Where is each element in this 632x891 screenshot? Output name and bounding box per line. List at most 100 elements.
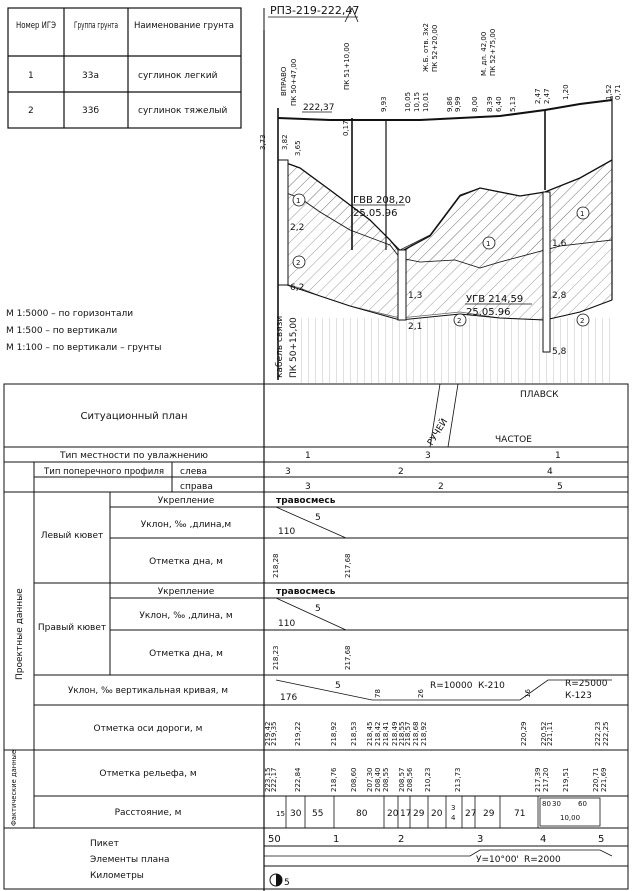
vert-value: К-210 bbox=[478, 681, 505, 691]
soil-marker-2: 2 bbox=[457, 317, 461, 325]
soil-marker-1: 1 bbox=[296, 197, 300, 205]
axis-mark-value: 218,68 bbox=[412, 722, 420, 747]
top-value: 8,00 bbox=[471, 96, 479, 112]
ige-row2-group: 33б bbox=[82, 106, 99, 116]
soil-marker-group bbox=[292, 193, 590, 327]
top-value: 8,39 bbox=[486, 96, 494, 112]
axis-mark-value: 218,45 bbox=[366, 722, 374, 747]
profile-left-value: 4 bbox=[547, 467, 553, 477]
row-terrain: Тип местности по увлажнению bbox=[59, 451, 208, 461]
plan-y-value: У=10°00' bbox=[476, 855, 519, 865]
vert-value: 26 bbox=[417, 689, 425, 698]
left-ditch-length: 110 bbox=[278, 527, 295, 537]
label-m-dl: М. дл. 42,00 bbox=[480, 32, 488, 76]
label-pk-start: ПК 50+47,00 bbox=[290, 59, 298, 106]
depth-value: 2,1 bbox=[408, 322, 422, 332]
label-vpravo: ВПРАВО bbox=[280, 66, 288, 96]
axis-mark-value: 220,52 bbox=[540, 722, 548, 747]
row-situation: Ситуационный план bbox=[80, 411, 187, 422]
picket-value: 4 bbox=[540, 834, 546, 845]
plan-road bbox=[447, 383, 459, 448]
top-value: 9,86 bbox=[446, 96, 454, 112]
row-project-data: Проектные данные bbox=[15, 588, 25, 680]
distance-value: 29 bbox=[483, 809, 495, 819]
ige-header-number: Номер ИГЭ bbox=[16, 21, 56, 31]
row-plan-elements: Элементы плана bbox=[90, 855, 170, 865]
left-value: 3,65 bbox=[294, 140, 302, 156]
axis-mark-value: 218,55 bbox=[398, 722, 406, 747]
row-picket: Пикет bbox=[90, 839, 119, 849]
row-right-reinforcement: Укрепление bbox=[158, 587, 215, 597]
axis-mark-value: 219,42 bbox=[264, 722, 272, 747]
design-grade-line bbox=[277, 99, 613, 121]
plan-road bbox=[429, 383, 441, 448]
borehole-middle bbox=[397, 249, 407, 321]
distance-value: 15 bbox=[276, 810, 285, 818]
right-bottom-value: 217,68 bbox=[344, 646, 352, 671]
label-pk-50-15: ПК 50+15,00 bbox=[289, 317, 299, 378]
axis-mark-value: 218,92 bbox=[420, 722, 428, 747]
top-value: 0,17 bbox=[342, 120, 350, 136]
picket-value: 3 bbox=[477, 834, 483, 845]
depth-value: 5,8 bbox=[552, 347, 567, 357]
top-value: 6,40 bbox=[495, 96, 503, 112]
relief-mark-value: 208,55 bbox=[382, 768, 390, 793]
distance-value: 20 bbox=[431, 809, 443, 819]
distance-ticks bbox=[285, 796, 539, 828]
left-ditch-slope bbox=[275, 506, 347, 539]
right-ditch-length: 110 bbox=[278, 619, 295, 629]
axis-mark-value: 222,25 bbox=[602, 722, 610, 747]
label-pk-51: ПК 51+10,00 bbox=[343, 43, 351, 90]
relief-mark-value: 208,40 bbox=[374, 768, 382, 793]
axis-mark-value: 222,23 bbox=[594, 722, 602, 747]
axis-mark-value: 219,35 bbox=[270, 722, 278, 747]
row-left: слева bbox=[180, 467, 207, 477]
relief-mark-value: 207,30 bbox=[366, 768, 374, 793]
relief-mark-value: 223,15 bbox=[264, 768, 272, 793]
distance-value: 30 bbox=[290, 809, 302, 819]
relief-mark-value: 217,39 bbox=[534, 768, 542, 793]
row-cross-profile: Тип поперечного профиля bbox=[43, 467, 164, 477]
relief-mark-value: 208,56 bbox=[406, 767, 414, 792]
top-value: 10,05 bbox=[404, 92, 412, 112]
distance-value: 20 bbox=[387, 809, 399, 819]
row-left-reinforcement: Укрепление bbox=[158, 496, 215, 506]
top-value: 2,47 bbox=[543, 88, 551, 104]
profile-right-value: 2 bbox=[438, 482, 444, 492]
label-pk-52-75: ПК 52+75,00 bbox=[489, 29, 497, 76]
distance-value: 4 bbox=[451, 814, 456, 822]
relief-mark-value: 208,57 bbox=[398, 768, 406, 793]
top-value: 1,20 bbox=[562, 84, 570, 100]
axis-mark-value: 218,42 bbox=[374, 722, 382, 747]
scale-vertical-soils: М 1:100 – по вертикали – грунты bbox=[6, 343, 161, 353]
north-arrow bbox=[344, 7, 359, 23]
left-value: 3,82 bbox=[281, 134, 289, 150]
row-slope-vert: Уклон, ‰ вертикальная кривая, м bbox=[68, 686, 228, 696]
right-ditch-slope-value: 5 bbox=[315, 604, 321, 614]
soil-marker-1: 1 bbox=[486, 240, 490, 248]
ige-header-group: Группа грунта bbox=[74, 21, 118, 31]
distance-value: 60 bbox=[578, 800, 587, 808]
vert-value: R=25000 bbox=[565, 679, 608, 689]
soil-marker-2: 2 bbox=[580, 317, 584, 325]
axis-mark-value: 218,53 bbox=[350, 722, 358, 747]
picket-value: 5 bbox=[598, 834, 604, 845]
left-bottom-value: 217,68 bbox=[344, 554, 352, 579]
distance-value: 29 bbox=[413, 809, 425, 819]
top-value: 10,15 bbox=[413, 92, 421, 112]
plan-curve-line bbox=[264, 849, 613, 857]
distance-value: 3 bbox=[451, 804, 455, 812]
distance-value: 17 bbox=[400, 809, 411, 819]
ugv-date: 25.05.96 bbox=[466, 307, 511, 318]
row-actual-data: Фактические данные bbox=[10, 750, 18, 826]
elev-222: 222,37 bbox=[303, 103, 335, 113]
distance-value: 71 bbox=[514, 809, 525, 819]
vert-value: 5 bbox=[335, 681, 341, 691]
axis-mark-value: 218,41 bbox=[382, 722, 390, 747]
row-left-bottom: Отметка дна, м bbox=[149, 557, 223, 567]
ige-table bbox=[7, 7, 242, 129]
row-left-slope: Уклон, ‰ ,длина,м bbox=[141, 520, 231, 530]
row-left-ditch: Левый кювет bbox=[41, 531, 104, 541]
